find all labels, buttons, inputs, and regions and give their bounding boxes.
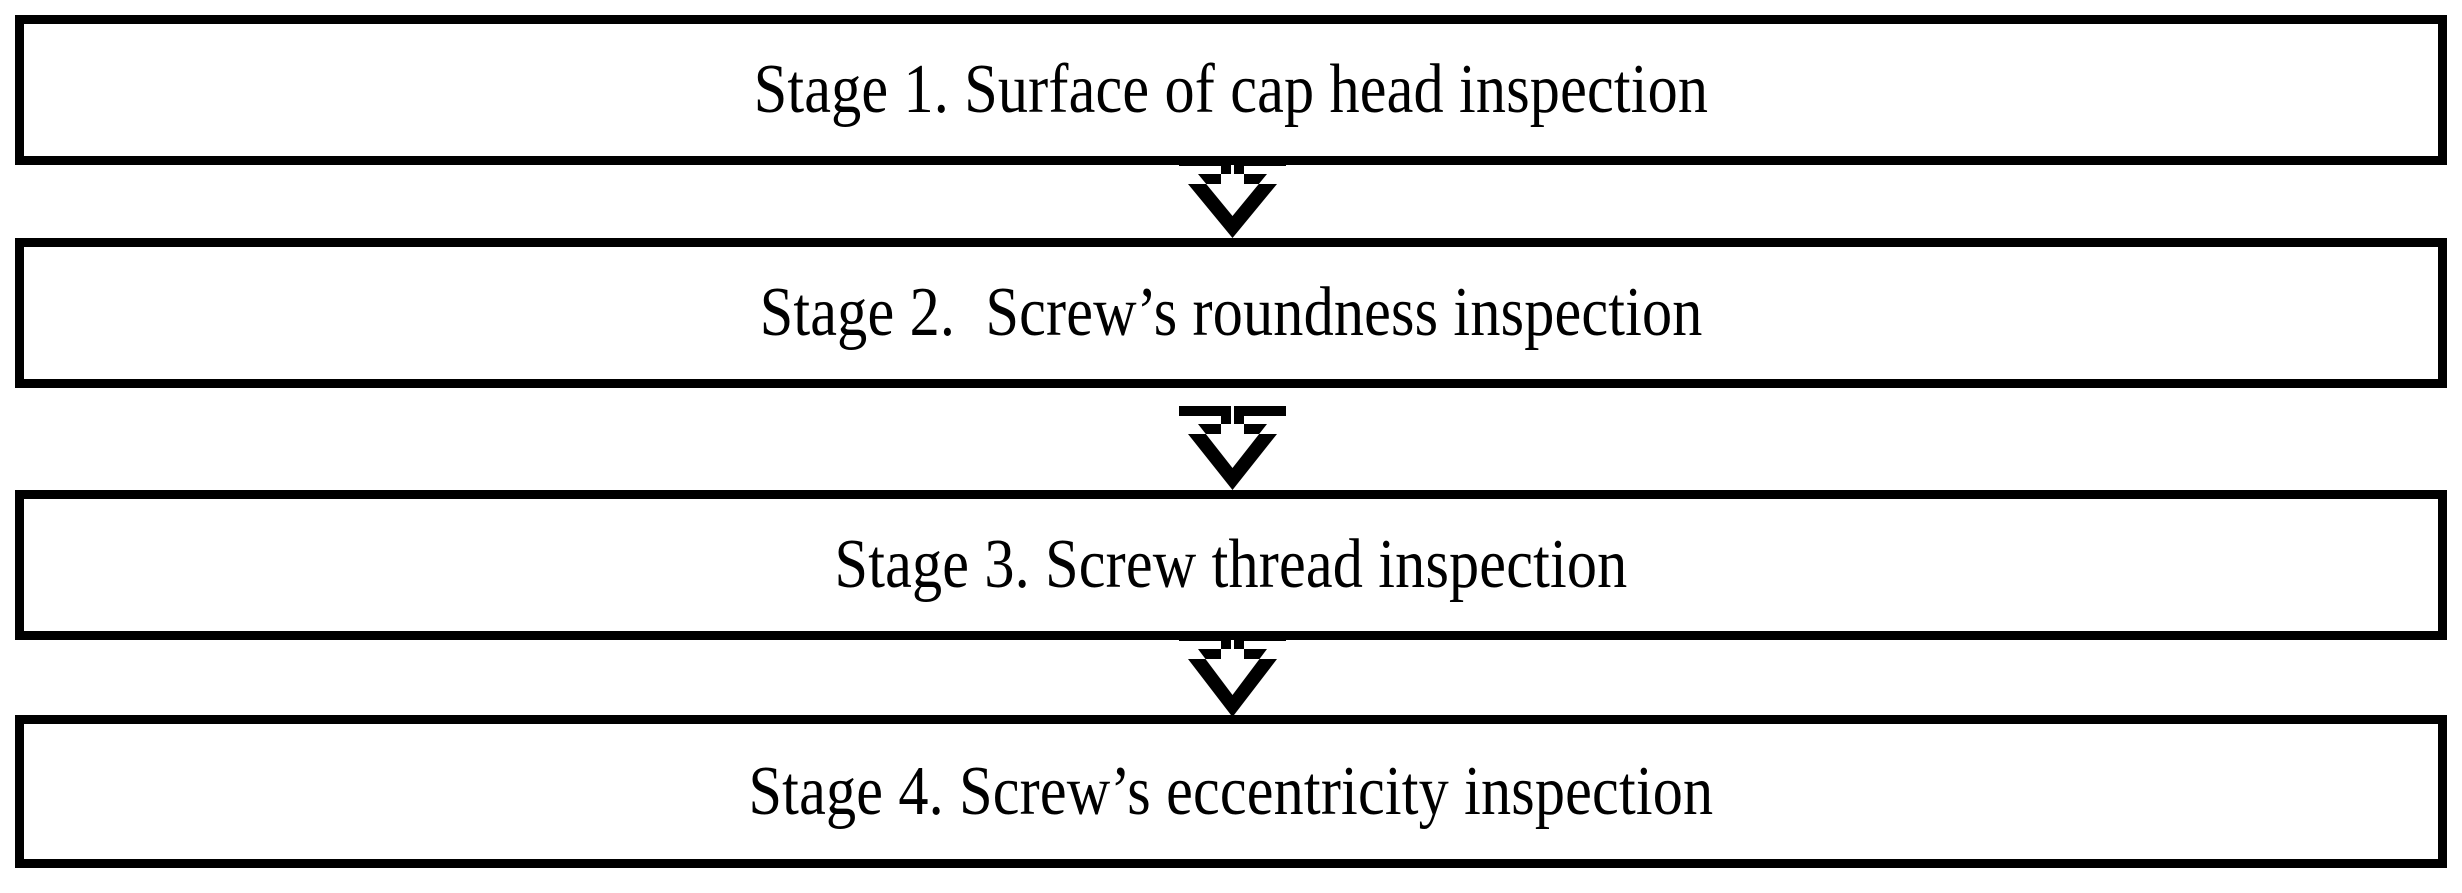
flow-node-stage-2[interactable]: Stage 2. Screw’s roundness inspection [15, 238, 2447, 388]
flow-node-stage-1-label: Stage 1. Surface of cap head inspection [753, 51, 1709, 128]
flow-node-stage-4[interactable]: Stage 4. Screw’s eccentricity inspection [15, 715, 2447, 868]
flow-node-stage-2-label: Stage 2. Screw’s roundness inspection [759, 274, 1703, 351]
flow-node-stage-3[interactable]: Stage 3. Screw thread inspection [15, 490, 2447, 640]
flow-node-stage-3-label: Stage 3. Screw thread inspection [834, 526, 1628, 603]
flow-node-stage-4-label: Stage 4. Screw’s eccentricity inspection [748, 752, 1714, 830]
flow-node-stage-1[interactable]: Stage 1. Surface of cap head inspection [15, 15, 2447, 165]
